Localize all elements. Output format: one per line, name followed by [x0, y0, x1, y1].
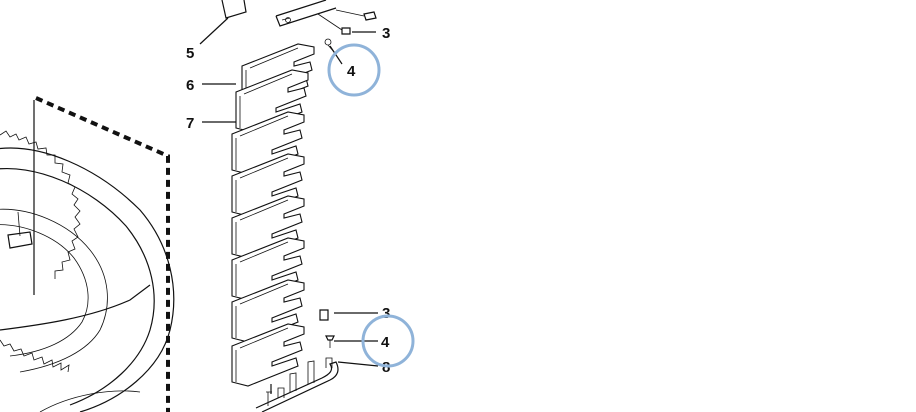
gear-housing [0, 96, 175, 412]
highlight-label: 4 [381, 334, 390, 351]
highlight-circle [361, 314, 415, 368]
highlight-ring-top: 4 [327, 43, 381, 97]
highlight-circle [327, 43, 381, 97]
leader-lines [199, 17, 379, 367]
highlight-label: 4 [347, 63, 356, 80]
highlight-ring-bottom: 4 [361, 314, 415, 368]
callout-3-top: 3 [382, 25, 390, 42]
shim-stack [231, 43, 315, 387]
callout-6: 6 [186, 77, 194, 94]
callout-7: 7 [186, 115, 194, 132]
callout-3-bottom: 3 [382, 305, 390, 322]
callout-5: 5 [186, 45, 194, 62]
bottom-bar [255, 309, 339, 412]
callout-8: 8 [382, 359, 390, 376]
